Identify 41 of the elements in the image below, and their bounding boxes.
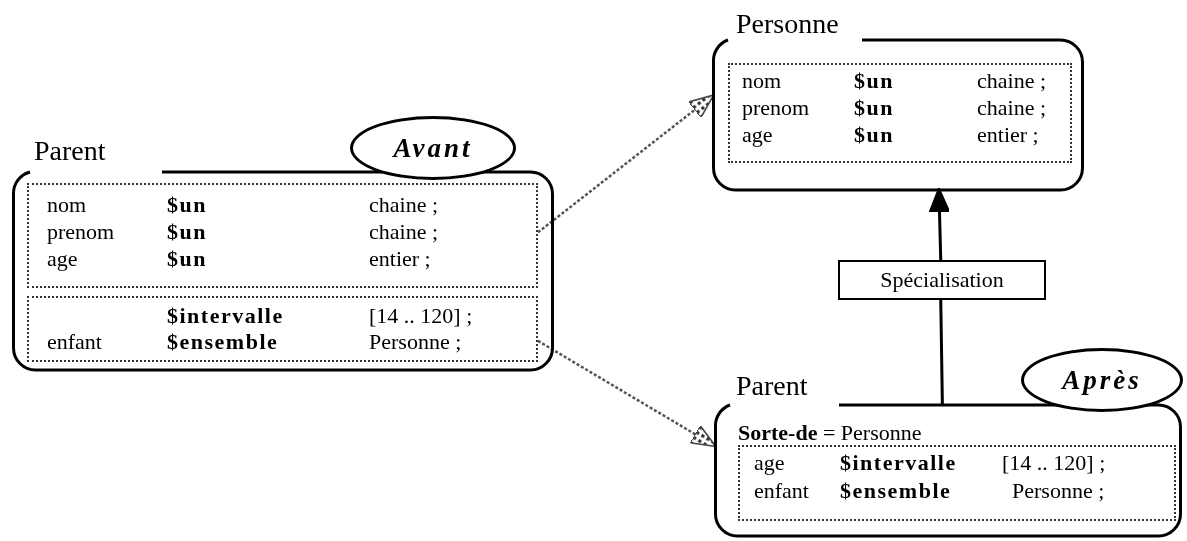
type-keyword: $un: [854, 95, 894, 121]
attribute-name: prenom: [47, 219, 115, 245]
state-ellipse: Après: [1021, 348, 1183, 412]
relation-box: Spécialisation: [838, 260, 1046, 300]
arrow: [537, 94, 715, 234]
state-ellipse: Avant: [350, 116, 516, 180]
type-keyword: $ensemble: [167, 329, 279, 355]
attribute-name: nom: [742, 68, 782, 94]
attribute-name: enfant: [754, 478, 809, 504]
type-keyword: $un: [167, 192, 207, 218]
superclass-text: Sorte-de = Personne: [738, 420, 922, 446]
type-value: chaine ;: [977, 68, 1047, 94]
type-keyword: $un: [167, 246, 207, 272]
attribute-name: age: [742, 122, 773, 148]
attribute-name: prenom: [742, 95, 810, 121]
type-value: [14 .. 120] ;: [369, 303, 473, 329]
type-value: chaine ;: [369, 192, 439, 218]
type-value: Personne ;: [1012, 478, 1105, 504]
connector-line: [939, 299, 944, 406]
type-value: Personne ;: [369, 329, 462, 355]
attribute-box: [27, 296, 538, 362]
type-keyword: $intervalle: [840, 450, 957, 476]
type-keyword: $un: [854, 68, 894, 94]
type-value: chaine ;: [369, 219, 439, 245]
type-value: entier ;: [977, 122, 1039, 148]
attribute-box: [738, 445, 1176, 521]
attribute-name: enfant: [47, 329, 102, 355]
type-value: chaine ;: [977, 95, 1047, 121]
attribute-name: age: [754, 450, 785, 476]
attribute-name: age: [47, 246, 78, 272]
type-keyword: $intervalle: [167, 303, 284, 329]
type-value: entier ;: [369, 246, 431, 272]
type-value: [14 .. 120] ;: [1002, 450, 1106, 476]
arrow: [928, 187, 951, 261]
attribute-name: nom: [47, 192, 87, 218]
attribute-box: [27, 183, 538, 288]
type-keyword: $un: [167, 219, 207, 245]
arrow: [537, 339, 717, 448]
attribute-box: [728, 63, 1072, 163]
type-keyword: $ensemble: [840, 478, 952, 504]
type-keyword: $un: [854, 122, 894, 148]
